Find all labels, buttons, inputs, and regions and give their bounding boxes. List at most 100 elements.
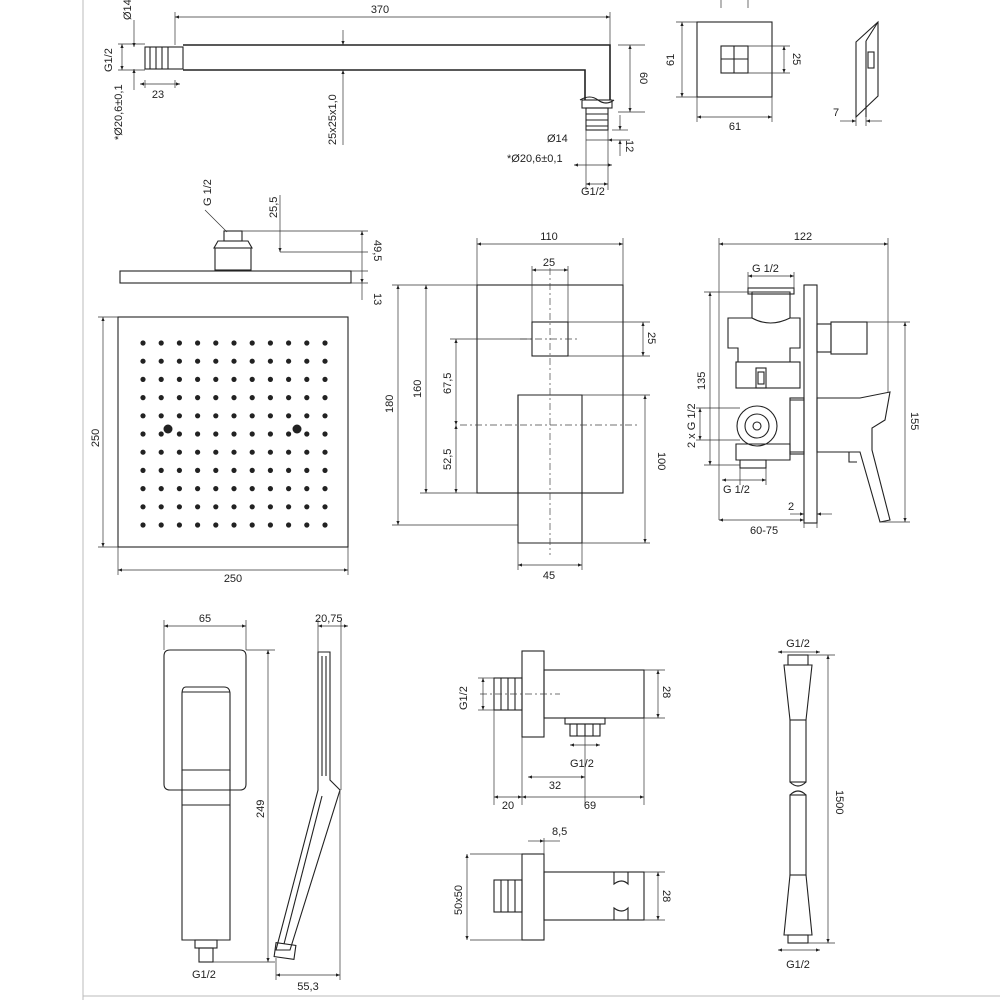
dim-plate-inner-h: 160 [412,380,424,398]
dim-arm-drop: 60 [637,72,649,84]
nozzle-hole [231,504,237,510]
dim-arm-end-outer: *Ø20,6±0,1 [507,153,563,165]
nozzle-hole [213,504,219,510]
dim-head-w: 250 [224,573,242,585]
shower-head-side-drawing [119,195,368,300]
nozzle-hole [322,449,328,455]
nozzle-hole [176,431,182,437]
dim-flange-inner: 25 [790,53,802,65]
nozzle-hole [322,504,328,510]
nozzle-hole [249,486,255,492]
nozzle-hole [195,431,201,437]
nozzle-hole [249,395,255,401]
nozzle-hole [176,522,182,528]
nozzle-hole [158,395,164,401]
nozzle-hole [140,395,146,401]
dim-hand-side-base: 55,3 [297,981,318,993]
nozzle-hole [231,340,237,346]
dim-mixer-h: 135 [696,372,708,390]
dim-plate-outer-h: 180 [384,395,396,413]
nozzle-hole [286,449,292,455]
nozzle-hole [213,413,219,419]
dim-arm-outer-dia: *Ø20,6±0,1 [113,84,125,140]
nozzle-hole [231,449,237,455]
nozzle-hole [158,376,164,382]
dim-outlet-20: 20 [502,800,514,812]
nozzle-hole [322,486,328,492]
dim-head-h: 250 [90,429,102,447]
nozzle-hole [249,467,255,473]
nozzle-hole [286,467,292,473]
dim-arm-end-len: 12 [623,140,635,152]
nozzle-hole [158,449,164,455]
nozzle-hole [213,467,219,473]
nozzle-hole [286,340,292,346]
nozzle-hole [322,340,328,346]
dim-outlet-lower-thread: G1/2 [570,758,594,770]
shower-head-front-drawing [98,316,349,575]
nozzle-hole [158,413,164,419]
nozzle-hole [249,358,255,364]
nozzle-hole [213,340,219,346]
nozzle-hole [176,449,182,455]
shower-arm-drawing [118,12,645,190]
dim-arm-length: 370 [371,4,389,16]
nozzle-hole [249,376,255,382]
nozzle-hole [304,376,310,382]
nozzle-hole [213,486,219,492]
dim-arm-thread: G1/2 [103,48,115,72]
nozzle-hole [267,431,273,437]
mixer-body-drawing [696,238,910,528]
nozzle-hole [249,449,255,455]
hand-shower-side-drawing [273,620,348,980]
dim-plate-handle-h: 100 [655,452,667,470]
dim-arm-end-thread: G1/2 [581,186,605,198]
nozzle-hole [267,358,273,364]
dim-mixer-bottom-thread: G 1/2 [723,484,750,496]
dim-hand-w: 65 [199,613,211,625]
nozzle-hole [304,358,310,364]
nozzle-hole [249,413,255,419]
nozzle-hole [304,467,310,473]
nozzle-hole [304,395,310,401]
nozzle-hole [140,340,146,346]
nozzle-hole [231,376,237,382]
dim-hand-len: 249 [255,800,267,818]
nozzle-hole [231,431,237,437]
dim-hose-bottom: G1/2 [786,959,810,971]
nozzle-hole [213,522,219,528]
dim-mixer-depth: 60-75 [750,525,778,537]
hose-drawing [778,650,835,952]
nozzle-hole [231,395,237,401]
nozzle-hole [304,340,310,346]
nozzle-hole [195,358,201,364]
nozzle-hole [267,395,273,401]
nozzle-hole [286,358,292,364]
dim-head-thick: 13 [371,293,383,305]
nozzle-hole [286,504,292,510]
nozzle-hole [195,449,201,455]
dim-outlet-69: 69 [584,800,596,812]
nozzle-hole [140,504,146,510]
nozzle-hole [267,376,273,382]
nozzle-hole [249,504,255,510]
nozzle-hole [176,376,182,382]
nozzle-hole [231,413,237,419]
nozzle-hole [322,431,328,437]
nozzle-hole [158,504,164,510]
nozzle-hole [158,467,164,473]
flange-side-drawing [840,20,882,126]
nozzle-hole [213,358,219,364]
dim-flange-w: 61 [729,121,741,133]
nozzle-hole [140,467,146,473]
nozzle-hole [322,358,328,364]
nozzle-hole [195,376,201,382]
dim-arm-end-dia: Ø14 [547,133,568,145]
nozzle-hole [195,504,201,510]
nozzle-hole [322,376,328,382]
dim-hose-len: 1500 [833,790,845,814]
nozzle-hole [267,413,273,419]
nozzle-hole [195,486,201,492]
nozzle-hole [213,449,219,455]
